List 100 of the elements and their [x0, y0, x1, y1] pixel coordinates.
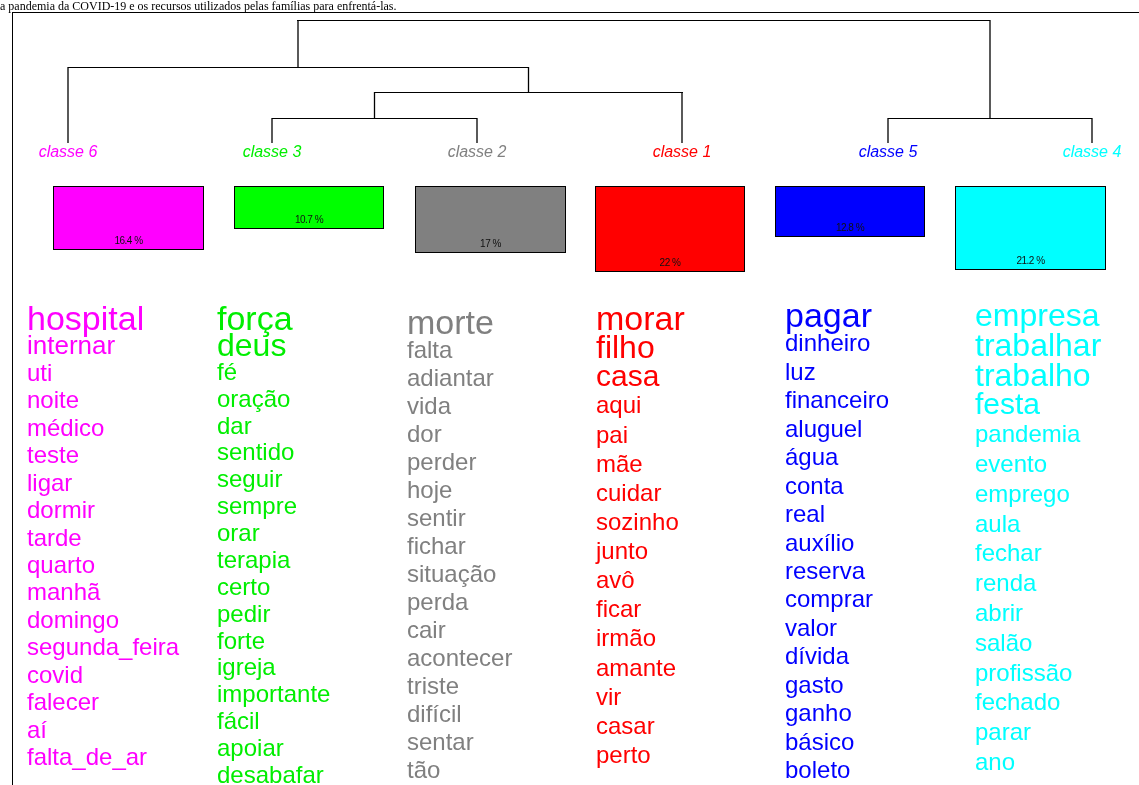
class-term: uti: [27, 360, 53, 385]
class-label: classe 4: [1062, 143, 1122, 161]
class-term: abrir: [975, 601, 1023, 625]
class-term: noite: [27, 388, 80, 413]
class-term: pagar: [785, 298, 872, 332]
class-term: forte: [217, 628, 266, 653]
class-term: adiantar: [407, 366, 494, 390]
class-term: perto: [596, 743, 651, 767]
class-term: perda: [407, 590, 469, 614]
dendrogram-link: [1091, 117, 1093, 144]
class-term: certo: [217, 574, 271, 599]
class-label: classe 2: [447, 143, 507, 161]
figure-caption: a pandemia da COVID-19 e os recursos utilizados pelas famílias para enfrentá-las.: [0, 0, 397, 12]
class-term: empresa: [975, 299, 1100, 331]
percentage-label: 16.4 %: [113, 235, 144, 246]
class-term: gasto: [785, 672, 844, 697]
class-term: manhã: [27, 580, 101, 605]
class-term: evento: [975, 452, 1048, 476]
class-term: triste: [407, 674, 459, 698]
class-term: fichar: [407, 534, 466, 558]
class-term: aí: [27, 717, 47, 742]
class-term: fechar: [975, 541, 1042, 566]
class-term: falecer: [27, 690, 100, 715]
class-term: dor: [407, 422, 442, 446]
class-term: hospital: [27, 301, 145, 335]
class-term: profissão: [975, 660, 1073, 685]
class-term: ligar: [27, 470, 73, 495]
class-term: importante: [217, 682, 331, 707]
class-term: orar: [217, 521, 260, 546]
class-term: fácil: [217, 709, 260, 734]
class-term: tão: [407, 758, 441, 782]
class-term: básico: [785, 729, 855, 754]
class-term: aula: [975, 511, 1021, 536]
class-term: fé: [217, 359, 237, 384]
class-term: irmão: [596, 626, 656, 651]
class-term: dormir: [27, 498, 95, 523]
class-term: festa: [975, 389, 1041, 420]
class-term: auxílio: [785, 530, 855, 555]
class-term: médico: [27, 415, 105, 440]
class-term: avô: [596, 568, 635, 593]
dendrogram-link: [271, 117, 273, 144]
class-term: conta: [785, 473, 844, 498]
class-label: classe 3: [242, 143, 302, 161]
class-term: dar: [217, 413, 252, 438]
class-term: pandemia: [975, 422, 1081, 447]
percentage-label: 21.2 %: [1015, 255, 1046, 266]
class-term: boleto: [785, 758, 851, 782]
class-term: tarde: [27, 525, 82, 550]
class-term: água: [785, 445, 839, 470]
percentage-label: 12.8 %: [834, 222, 866, 233]
class-term: aluguel: [785, 416, 863, 441]
class-term: emprego: [975, 481, 1070, 506]
class-term: financeiro: [785, 388, 890, 413]
class-term: ganho: [785, 701, 852, 726]
class-term: ano: [975, 750, 1016, 774]
class-label: classe 5: [858, 143, 918, 161]
class-term: acontecer: [407, 646, 513, 670]
class-term: perder: [407, 450, 477, 474]
class-term: covid: [27, 662, 84, 687]
class-term: parar: [975, 720, 1032, 745]
class-label: classe 6: [38, 143, 98, 161]
class-term: oração: [217, 386, 291, 411]
class-term: hoje: [407, 478, 453, 502]
class-term: junto: [596, 539, 649, 564]
class-term: desabafar: [217, 763, 324, 785]
class-term: sentir: [407, 506, 466, 530]
percentage-label: 22 %: [658, 257, 682, 268]
class-term: falta: [407, 338, 453, 362]
class-term: ficar: [596, 597, 642, 622]
class-term: renda: [975, 571, 1037, 596]
dendrogram-link: [527, 66, 530, 93]
class-term: sozinho: [596, 509, 679, 534]
class-term: situação: [407, 562, 497, 586]
class-term: real: [785, 502, 826, 527]
class-term: sentido: [217, 440, 295, 465]
class-term: seguir: [217, 467, 283, 492]
percentage-label: 17 %: [479, 238, 502, 249]
class-term: aqui: [596, 393, 642, 418]
class-term: domingo: [27, 607, 120, 632]
class-term: amante: [596, 655, 677, 680]
class-term: cair: [407, 618, 446, 642]
class-term: comprar: [785, 587, 874, 612]
class-term: segunda_feira: [27, 635, 180, 660]
class-term: salão: [975, 630, 1033, 655]
dendrogram-link: [989, 19, 991, 119]
class-term: pedir: [217, 601, 271, 626]
dendrogram-link: [476, 117, 478, 144]
class-term: vir: [596, 684, 622, 709]
class-term: sempre: [217, 494, 298, 519]
class-term: quarto: [27, 552, 96, 577]
class-term: difícil: [407, 702, 462, 726]
class-term: fechado: [975, 690, 1061, 715]
class-term: sentar: [407, 730, 474, 754]
class-term: reserva: [785, 558, 866, 583]
class-label: classe 1: [652, 143, 712, 161]
class-term: pai: [596, 422, 629, 447]
class-term: trabalho: [975, 358, 1091, 391]
class-term: teste: [27, 443, 80, 468]
class-term: mãe: [596, 451, 643, 476]
class-term: igreja: [217, 655, 276, 680]
